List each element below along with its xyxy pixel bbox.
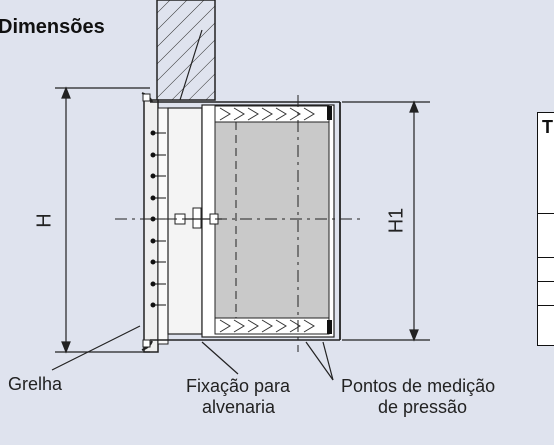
table-row-divider (538, 305, 554, 306)
callout-fixacao-line2: alvenaria (202, 397, 276, 417)
table-row-divider (538, 281, 554, 282)
callout-pontos-line1: Pontos de medição (341, 376, 496, 396)
diagram-title: Dimensões (0, 16, 105, 38)
grille-front-panel (141, 92, 169, 353)
dimension-h1-label: H1 (385, 207, 408, 234)
callout-grelha: Grelha (8, 374, 63, 394)
centre-lines (115, 95, 360, 352)
dimension-h (55, 86, 150, 354)
dimension-table: T (537, 112, 554, 346)
dimension-h1 (342, 100, 430, 342)
table-header: T (542, 117, 553, 137)
grille-dots (150, 130, 166, 308)
callout-pontos-line2: de pressão (378, 397, 468, 417)
wall-section (156, 0, 216, 101)
dimension-h-label: H (33, 213, 56, 228)
table-row-divider (538, 257, 554, 258)
leader-lines (51, 325, 334, 381)
filter-block (214, 105, 332, 335)
table-row-divider (538, 213, 554, 214)
callout-fixacao-line1: Fixação para (186, 376, 291, 396)
